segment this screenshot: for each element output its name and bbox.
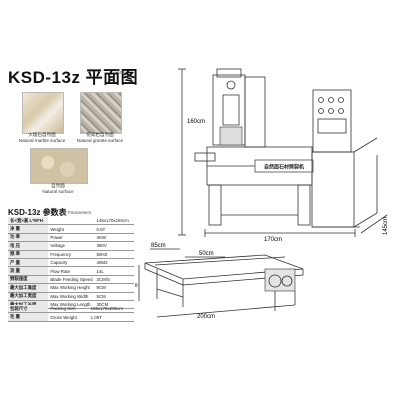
conveyor-dim-70: 70cm xyxy=(135,283,138,289)
param-value: 4KW xyxy=(94,233,134,243)
param-name-en: Voltage xyxy=(48,241,95,251)
param-value: 1.05T xyxy=(88,312,134,322)
dim-width-label: 170cm xyxy=(264,237,282,243)
param-value: 40M2 xyxy=(94,258,134,268)
conveyor-dim-85: 85cm xyxy=(151,243,166,249)
granite-sample-image xyxy=(80,92,122,134)
param-value: 165x170x205cm xyxy=(88,305,134,314)
param-name: 频 率 xyxy=(8,250,49,259)
dim-height-label: 160cm xyxy=(187,119,205,125)
param-value: 3CM/S xyxy=(94,275,134,285)
param-name: 毛 重 xyxy=(8,312,49,322)
param-name: 包装尺寸 xyxy=(8,305,49,314)
param-name-en: Weight xyxy=(48,224,95,234)
marble-caption: 大理石自然面 Natural marble surface xyxy=(8,132,76,144)
marble-name: 大理石自然面 xyxy=(28,132,56,137)
param-value: 50HZ xyxy=(94,250,134,259)
param-value: 145x170x160cm xyxy=(94,217,134,226)
conveyor-drawing: 85cm 50cm 70cm 200cm xyxy=(135,243,304,320)
param-name-en: Flow Rate xyxy=(48,266,95,276)
marble-name-en: Natural marble surface xyxy=(18,138,66,143)
params-subtitle: Parameters xyxy=(68,210,92,215)
param-name-en: Blade Feeding Speed xyxy=(48,275,95,285)
natural-name: 自然面 xyxy=(51,183,65,188)
param-name: 劈裂速度 xyxy=(8,275,49,285)
param-name: 产 量 xyxy=(8,258,49,268)
natural-name-en: Natural surface xyxy=(42,189,74,194)
param-name: 功 率 xyxy=(8,233,49,243)
dim-depth-label: 145cm xyxy=(383,217,389,235)
machine-panel-label: 自然面石材劈裂机 xyxy=(264,164,304,171)
params-title: KSD-13z 参数表 xyxy=(8,208,67,217)
marble-sample-image xyxy=(22,92,64,134)
granite-name: 花岗岩自然面 xyxy=(86,132,114,137)
page-subtitle: Plan xyxy=(115,70,126,76)
param-name-en: Max Working Width xyxy=(48,292,95,301)
param-name-en xyxy=(48,217,95,226)
natural-sample-image xyxy=(30,148,88,184)
natural-caption: 自然面 Natural surface xyxy=(24,183,92,195)
conveyor-dim-200: 200cm xyxy=(197,314,215,320)
param-value: 380V xyxy=(94,241,134,251)
param-name-en: Packing Size xyxy=(48,305,89,314)
param-value: 14L xyxy=(94,266,134,276)
granite-name-en: Natural granite surface xyxy=(76,138,124,143)
machine-drawing: 自然面石材劈裂机 160cm 170cm 145cm xyxy=(178,68,389,243)
param-name: 最大加工高度 xyxy=(8,283,49,293)
param-value: 5CM xyxy=(94,292,134,301)
machine-nameplate xyxy=(254,159,314,173)
param-row: 长×宽×高 L*W*H 145x170x160cm xyxy=(8,217,134,226)
param-name: 长×宽×高 L*W*H xyxy=(8,217,49,226)
param-name-en: Power xyxy=(48,233,95,243)
param-name: 流 量 xyxy=(8,266,49,276)
param-value: 9CM xyxy=(94,283,134,293)
param-name-en: Frequency xyxy=(48,250,95,259)
param-name: 最大加工宽度 xyxy=(8,292,49,301)
page-title: KSD-13z 平面图 xyxy=(8,68,139,87)
param-name-en: Gross Weight xyxy=(48,312,89,322)
conveyor-dim-50: 50cm xyxy=(199,251,214,257)
param-name-en: Capacity xyxy=(48,258,95,268)
param-name: 电 压 xyxy=(8,241,49,251)
param-name: 净 重 xyxy=(8,224,49,234)
param-value: 0.6T xyxy=(94,224,134,234)
conveyor-motor xyxy=(264,268,296,292)
granite-caption: 花岗岩自然面 Natural granite surface xyxy=(66,132,134,144)
param-name-en: Max Working Height xyxy=(48,283,95,293)
